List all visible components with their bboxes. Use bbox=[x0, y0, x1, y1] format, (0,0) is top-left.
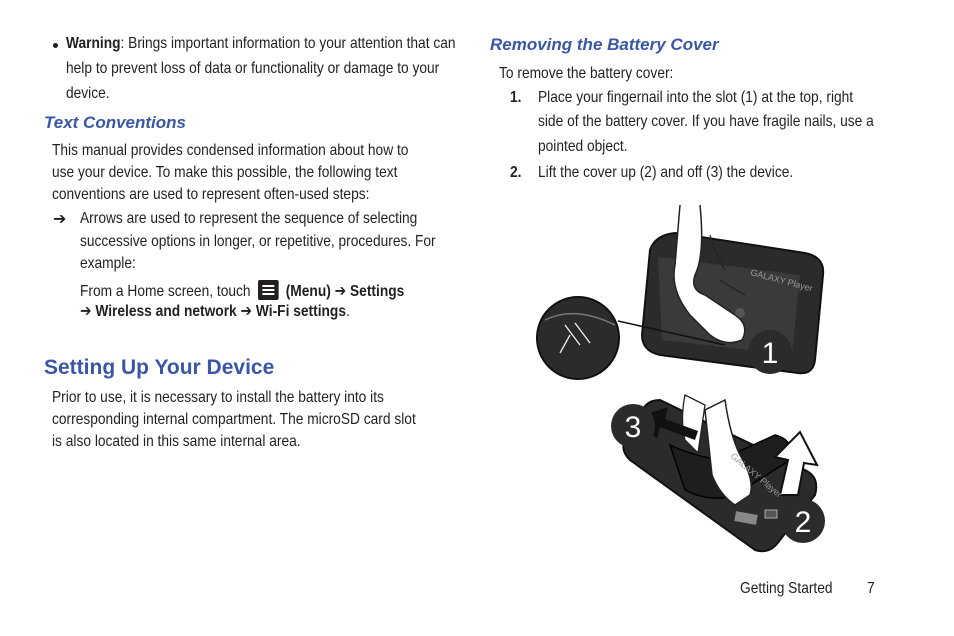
arrow-line: Arrows are used to represent the sequenc… bbox=[80, 210, 418, 227]
step-line: Lift the cover up (2) and off (3) the de… bbox=[538, 164, 794, 181]
step-number: 1. bbox=[510, 89, 522, 106]
arrow-icon: ➔ bbox=[240, 303, 253, 320]
text-conventions-heading: Text Conventions bbox=[44, 113, 186, 132]
removing-cover-heading: Removing the Battery Cover bbox=[490, 35, 719, 54]
warning-line-2: help to prevent loss of data or function… bbox=[66, 60, 440, 77]
device-top bbox=[640, 231, 825, 375]
callout-2-label: 2 bbox=[795, 506, 812, 539]
step-line: pointed object. bbox=[538, 138, 628, 155]
arrow-icon: ➔ bbox=[53, 211, 67, 228]
step-number: 2. bbox=[510, 164, 522, 181]
footer-section: Getting Started bbox=[740, 580, 833, 597]
callout-1: 1 bbox=[748, 330, 792, 374]
wifi-settings-label: Wi-Fi settings bbox=[255, 303, 346, 320]
setting-up-heading: Setting Up Your Device bbox=[44, 356, 275, 379]
para-line: is also located in this same internal ar… bbox=[52, 433, 301, 450]
intro-text: To remove the battery cover: bbox=[499, 65, 674, 82]
page-number: 7 bbox=[867, 580, 875, 597]
arrow-line: example: bbox=[80, 255, 136, 272]
callout-3: 3 bbox=[611, 404, 655, 448]
para-line: conventions are used to represent often-… bbox=[52, 186, 370, 203]
step-line: side of the battery cover. If you have f… bbox=[538, 113, 874, 130]
arrow-line: successive options in longer, or repetit… bbox=[80, 233, 436, 250]
para-line: This manual provides condensed informati… bbox=[52, 142, 409, 159]
settings-label: Settings bbox=[349, 283, 405, 300]
warning-label: Warning bbox=[66, 35, 121, 52]
period: . bbox=[345, 303, 350, 320]
callout-3-label: 3 bbox=[625, 411, 642, 444]
example-line-2: ➔ Wireless and network ➔ Wi-Fi settings. bbox=[80, 301, 350, 323]
example-prefix: From a Home screen, touch bbox=[80, 283, 251, 300]
wireless-label: Wireless and network bbox=[95, 303, 237, 320]
magnifier-callout bbox=[536, 296, 726, 380]
bullet-dot bbox=[53, 43, 58, 48]
menu-label: (Menu) bbox=[285, 283, 331, 300]
arrow-icon: ➔ bbox=[80, 303, 92, 320]
step-line: Place your fingernail into the slot (1) … bbox=[538, 89, 854, 106]
hand-top bbox=[673, 204, 746, 344]
battery-cover-illustration: 1 2 3 GALAXY Player GALAXY Player bbox=[536, 204, 825, 553]
arrow-icon: ➔ bbox=[334, 283, 347, 300]
warning-line-1: Warning: Brings important information to… bbox=[66, 33, 456, 55]
callout-2: 2 bbox=[781, 499, 825, 543]
para-line: corresponding internal compartment. The … bbox=[52, 411, 416, 428]
callout-1-label: 1 bbox=[762, 337, 779, 370]
arrow-up-icon bbox=[773, 430, 819, 496]
para-line: Prior to use, it is necessary to install… bbox=[52, 389, 384, 406]
para-line: use your device. To make this possible, … bbox=[52, 164, 398, 181]
example-line-1: From a Home screen, touch (Menu) ➔ Setti… bbox=[80, 280, 404, 303]
warning-text-1: : Brings important information to your a… bbox=[120, 35, 456, 52]
menu-icon bbox=[257, 280, 279, 300]
warning-line-3: device. bbox=[66, 85, 110, 102]
